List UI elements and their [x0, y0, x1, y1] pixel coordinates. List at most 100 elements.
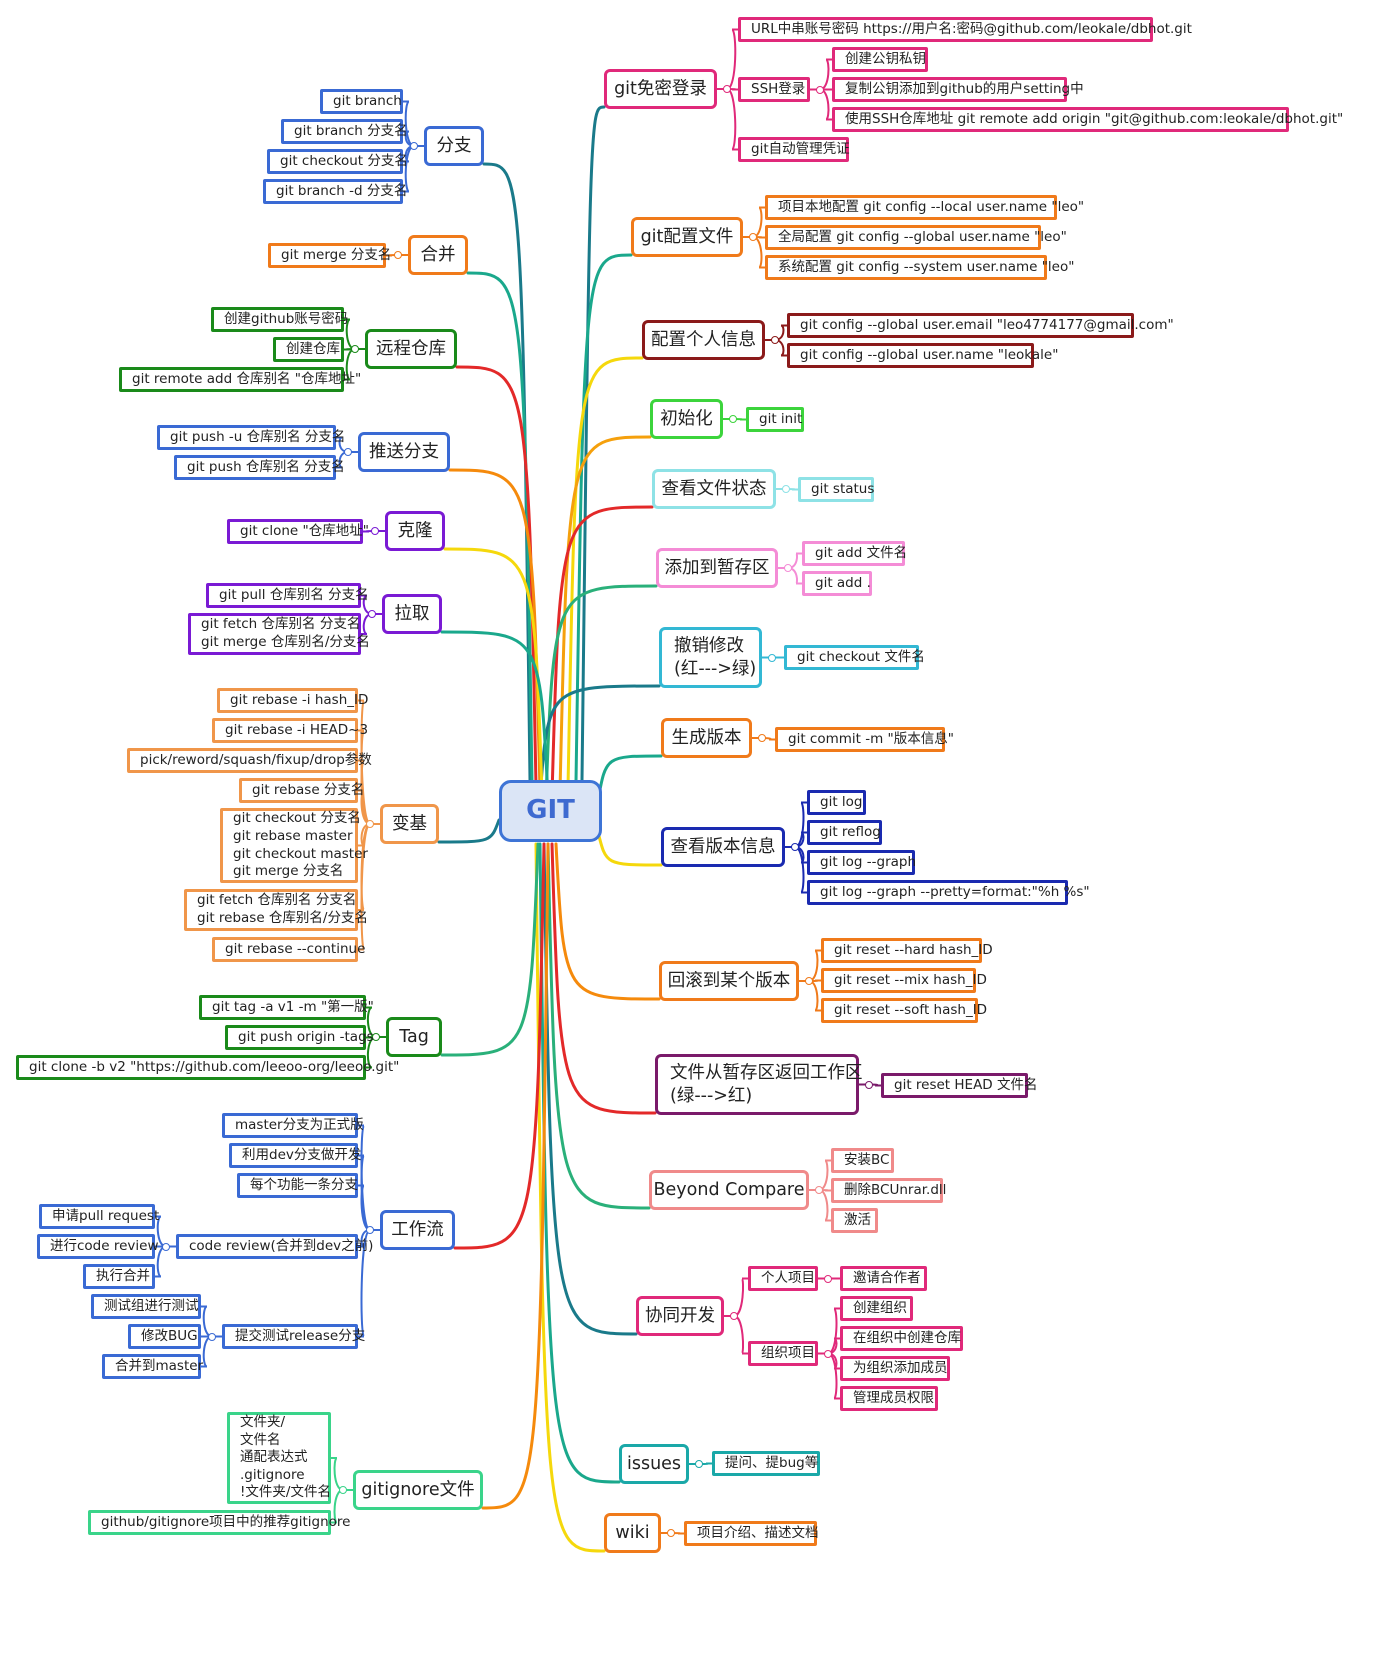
workflow-toggle[interactable] [208, 1332, 216, 1341]
leaf-reset-1: git reset --mix hash_ID [821, 968, 987, 993]
workflow-toggle[interactable] [162, 1242, 170, 1251]
branch-push: 推送分支 [358, 432, 450, 472]
branch-wiki: wiki [604, 1513, 661, 1553]
branch-gitignore: gitignore文件 [353, 1470, 483, 1510]
reset-toggle[interactable] [805, 977, 813, 985]
branch-undo: 撤销修改(红--->绿) [659, 627, 762, 688]
leaf-clone-0: git clone "仓库地址" [227, 519, 369, 544]
branch-config-file: git配置文件 [631, 217, 743, 257]
branch-init: 初始化 [650, 399, 723, 439]
leaf-passwordless-1-2: 使用SSH仓库地址 git remote add origin "git@git… [832, 107, 1343, 132]
leaf-merge-0: git merge 分支名 [268, 243, 391, 268]
leaf-beyond-2: 激活 [831, 1208, 878, 1233]
leaf-collab-1-1: 在组织中创建仓库 [840, 1326, 963, 1351]
leaf-collab-1-0: 创建组织 [840, 1296, 913, 1321]
leaf-wiki-0: 项目介绍、描述文档 [684, 1521, 819, 1546]
leaf-workflow-3-2: 执行合并 [83, 1264, 155, 1289]
stage-toggle[interactable] [784, 564, 792, 572]
branch-reset: 回滚到某个版本 [659, 961, 799, 1001]
clone-toggle[interactable] [371, 527, 379, 535]
leaf-workflow-2: 每个功能一条分支 [237, 1173, 358, 1198]
leaf-config-file-2: 系统配置 git config --system user.name "leo" [765, 255, 1074, 280]
tag-toggle[interactable] [372, 1033, 380, 1041]
remote-toggle[interactable] [351, 345, 359, 353]
leaf-status-0: git status [798, 477, 874, 502]
branch-collab: 协同开发 [636, 1296, 724, 1336]
leaf-passwordless-1-0: 创建公钥私钥 [832, 47, 928, 72]
leaf-log-3: git log --graph --pretty=format:"%h %s" [807, 880, 1090, 905]
passwordless-toggle[interactable] [816, 85, 824, 94]
leaf-remote-2: git remote add 仓库别名 "仓库地址" [119, 367, 361, 392]
leaf-log-0: git log [807, 790, 866, 815]
leaf-gitignore-0: 文件夹/文件名通配表达式.gitignore!文件夹/文件名 [227, 1412, 331, 1504]
push-toggle[interactable] [344, 448, 352, 456]
beyond-toggle[interactable] [815, 1186, 823, 1194]
leaf-issues-0: 提问、提bug等 [712, 1451, 820, 1476]
collab-toggle[interactable] [824, 1274, 832, 1283]
commit-toggle[interactable] [758, 734, 766, 742]
pull-toggle[interactable] [368, 610, 376, 618]
leaf-workflow-4-0: 测试组进行测试 [91, 1294, 201, 1319]
leaf-tag-2: git clone -b v2 "https://github.com/leeo… [16, 1055, 399, 1080]
collab-toggle[interactable] [824, 1349, 832, 1358]
leaf-passwordless-1-1: 复制公钥添加到github的用户setting中 [832, 77, 1084, 102]
branch-log: 查看版本信息 [661, 827, 785, 867]
leaf-collab-1-3: 管理成员权限 [840, 1386, 938, 1411]
leaf-log-2: git log --graph [807, 850, 916, 875]
leaf-branch-3: git branch -d 分支名 [263, 179, 407, 204]
branch-tag: Tag [386, 1017, 442, 1057]
leaf-collab-0: 个人项目 [748, 1266, 818, 1291]
wiki-toggle[interactable] [667, 1529, 675, 1537]
branch-workflow: 工作流 [380, 1210, 455, 1250]
branch-beyond: Beyond Compare [649, 1170, 809, 1210]
log-toggle[interactable] [791, 843, 799, 851]
leaf-workflow-0: master分支为正式版 [222, 1113, 364, 1138]
leaf-workflow-3-0: 申请pull request [39, 1204, 159, 1229]
unstage-toggle[interactable] [865, 1080, 873, 1089]
branch-branch: 分支 [424, 126, 484, 166]
leaf-push-1: git push 仓库别名 分支名 [174, 455, 345, 480]
leaf-unstage-0: git reset HEAD 文件名 [881, 1073, 1038, 1098]
leaf-workflow-4-1: 修改BUG [128, 1324, 201, 1349]
leaf-commit-0: git commit -m "版本信息" [775, 727, 954, 752]
leaf-init-0: git init [746, 407, 804, 432]
leaf-remote-0: 创建github账号密码 [211, 307, 348, 332]
branch-pull: 拉取 [382, 594, 442, 634]
merge-toggle[interactable] [394, 251, 402, 259]
collab-toggle[interactable] [730, 1312, 738, 1320]
leaf-undo-0: git checkout 文件名 [784, 645, 925, 670]
workflow-toggle[interactable] [366, 1226, 374, 1234]
config-file-toggle[interactable] [749, 233, 757, 241]
branch-personal-info: 配置个人信息 [642, 320, 765, 360]
passwordless-toggle[interactable] [723, 85, 731, 93]
init-toggle[interactable] [729, 415, 737, 423]
leaf-rebase-2: pick/reword/squash/fixup/drop参数 [127, 748, 372, 773]
leaf-stage-1: git add . [802, 571, 872, 596]
leaf-workflow-1: 利用dev分支做开发 [229, 1143, 361, 1168]
undo-toggle[interactable] [768, 653, 776, 662]
branch-merge: 合并 [408, 235, 468, 275]
branch-commit: 生成版本 [661, 718, 752, 758]
rebase-toggle[interactable] [366, 820, 374, 828]
leaf-workflow-4: 提交测试release分支 [222, 1324, 365, 1349]
branch-rebase: 变基 [380, 804, 439, 844]
leaf-reset-2: git reset --soft hash_ID [821, 998, 987, 1023]
branch-stage: 添加到暂存区 [656, 548, 778, 588]
issues-toggle[interactable] [695, 1460, 703, 1468]
root-node-git: GIT [499, 780, 602, 842]
branch-remote: 远程仓库 [365, 329, 457, 369]
personal-info-toggle[interactable] [771, 336, 779, 344]
leaf-pull-0: git pull 仓库别名 分支名 [206, 583, 369, 608]
branch-toggle[interactable] [410, 142, 418, 150]
gitignore-toggle[interactable] [339, 1486, 347, 1494]
leaf-workflow-3-1: 进行code review [37, 1234, 159, 1259]
status-toggle[interactable] [782, 485, 790, 493]
leaf-personal-info-1: git config --global user.name "leokale" [787, 343, 1058, 368]
branch-status: 查看文件状态 [652, 469, 776, 509]
leaf-passwordless-2: git自动管理凭证 [738, 137, 850, 162]
branch-unstage: 文件从暂存区返回工作区(绿--->红) [655, 1054, 863, 1115]
leaf-config-file-1: 全局配置 git config --global user.name "leo" [765, 225, 1067, 250]
